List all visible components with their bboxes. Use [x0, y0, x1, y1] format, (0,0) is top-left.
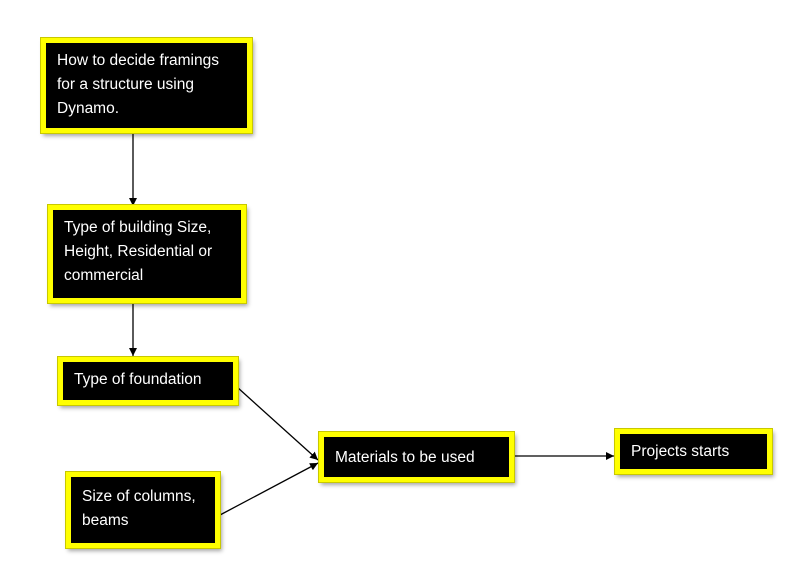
node-building-type: Type of building Size, Height, Residenti…: [48, 205, 246, 303]
arrow-columns-to-materials: [219, 462, 319, 516]
node-foundation: Type of foundation: [58, 357, 238, 405]
node-materials: Materials to be used: [319, 432, 514, 482]
node-projects-starts: Projects starts: [615, 429, 772, 474]
arrow-foundation-to-materials: [236, 386, 319, 461]
node-start: How to decide framings for a structure u…: [41, 38, 252, 133]
node-columns-beams: Size of columns, beams: [66, 472, 220, 548]
